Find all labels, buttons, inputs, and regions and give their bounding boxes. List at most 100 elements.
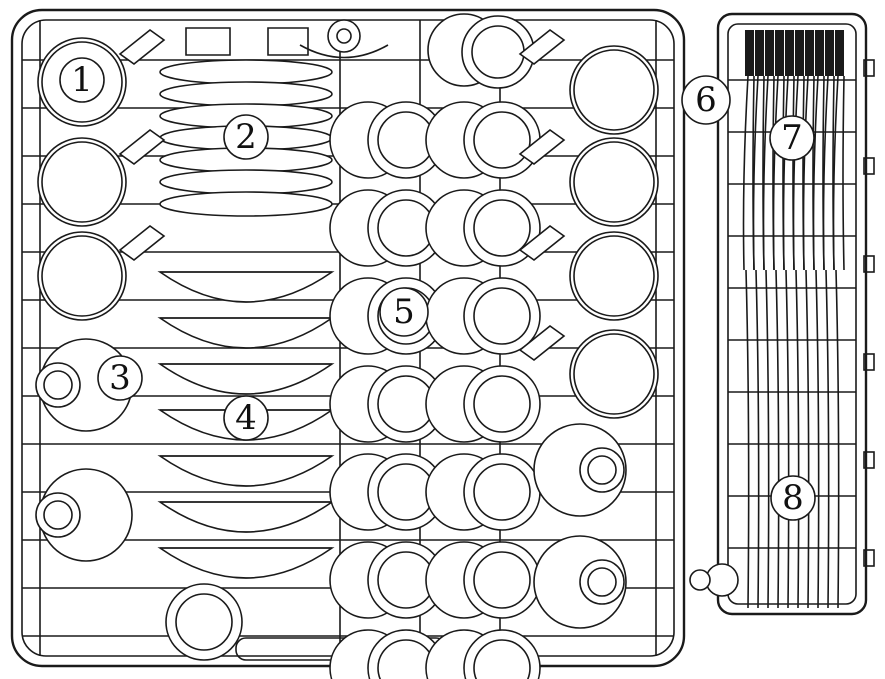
callout-5: 5 [379, 287, 429, 337]
glass-bottom-rim [175, 593, 233, 651]
utensil-lower [825, 269, 830, 609]
fork-handle [805, 30, 814, 76]
saucer [159, 191, 333, 217]
cup [463, 101, 541, 179]
fork-stem [782, 75, 789, 271]
bowl [157, 501, 335, 533]
utensil-lower [815, 269, 820, 609]
fork-stem [772, 75, 779, 271]
fork-stem [802, 75, 809, 271]
callout-3-circle [97, 355, 143, 401]
cup-rim [473, 287, 531, 345]
fork-handle [785, 30, 794, 76]
utensil-lower [795, 269, 800, 609]
glass-rim [41, 141, 123, 223]
cup-rim [473, 639, 531, 679]
mug-inner [587, 455, 617, 485]
saucer [159, 59, 333, 85]
glasses-right-column [569, 45, 659, 419]
cup [463, 365, 541, 443]
callout-4-circle [223, 395, 269, 441]
mug-opening [35, 492, 81, 538]
fork-handle [745, 30, 754, 76]
mug-inner [43, 370, 73, 400]
rack-hook [518, 28, 566, 66]
callout-4-label: 4 [235, 398, 257, 438]
glass [569, 45, 659, 135]
callout-1-circle [59, 57, 105, 103]
fork-handle [755, 30, 764, 76]
spray-arm-cap [336, 28, 352, 44]
cutlery-basket-inner-frame [727, 23, 857, 605]
callout-6-label: 6 [695, 80, 717, 120]
utensil-lower [765, 269, 770, 609]
fork-stem [842, 75, 845, 271]
fork-stem [822, 75, 829, 271]
spray-arm-hub [327, 19, 361, 53]
cutlery-items [742, 30, 845, 609]
utensil-lower [755, 269, 760, 609]
saucer [159, 81, 333, 107]
glass [569, 231, 659, 321]
cutlery-basket-frame [716, 12, 868, 616]
utensil-lower [805, 269, 810, 609]
glass-rim [573, 333, 655, 415]
fork-handle [765, 30, 774, 76]
bowl [157, 547, 335, 579]
callout-3-label: 3 [109, 358, 131, 398]
callout-2: 2 [223, 114, 269, 160]
utensil-lower [745, 269, 750, 609]
cup-rows [329, 13, 541, 679]
callout-7-label: 7 [781, 118, 803, 158]
rack-hook [518, 128, 566, 166]
glass-rim [573, 235, 655, 317]
callout-8-circle [770, 475, 816, 521]
cup [463, 629, 541, 679]
basket-knob-tip [689, 569, 711, 591]
basket-side-tab [863, 549, 875, 567]
callout-7: 7 [769, 115, 815, 161]
callout-8-label: 8 [782, 478, 804, 518]
rack-hook [518, 224, 566, 262]
fork-handle [815, 30, 824, 76]
callout-5-circle [379, 287, 429, 337]
basket-side-tab [863, 451, 875, 469]
cup [463, 541, 541, 619]
mug-inner [43, 500, 73, 530]
cutlery-basket [689, 12, 875, 616]
callout-6-circle [681, 75, 731, 125]
fork-stem [792, 75, 799, 271]
cup-rim [473, 463, 531, 521]
bowl [157, 271, 335, 303]
fork-stem [742, 75, 749, 271]
glass-rim [573, 49, 655, 131]
callout-8: 8 [770, 475, 816, 521]
fork-stem [832, 75, 839, 271]
rack-hook [118, 128, 166, 166]
glass [569, 329, 659, 419]
cup-rim [473, 199, 531, 257]
cup-rim [473, 375, 531, 433]
fork-handle [775, 30, 784, 76]
glass-bottom [165, 583, 243, 661]
callout-1: 1 [59, 57, 105, 103]
callout-3: 3 [97, 355, 143, 401]
bowl-stack [157, 271, 335, 579]
rack-hook [518, 324, 566, 362]
fork-handle [825, 30, 834, 76]
mug-inner [587, 567, 617, 597]
mug-opening [579, 559, 625, 605]
fork-handle [835, 30, 844, 76]
bowl [157, 363, 335, 395]
cup [463, 189, 541, 267]
rack-hooks [118, 28, 566, 362]
callout-5-label: 5 [393, 292, 415, 332]
callout-7-circle [769, 115, 815, 161]
fork-handle [795, 30, 804, 76]
saucer [159, 169, 333, 195]
cup-rim [473, 111, 531, 169]
glass-rim [41, 41, 123, 123]
callout-4: 4 [223, 395, 269, 441]
utensil-lower [835, 269, 840, 609]
